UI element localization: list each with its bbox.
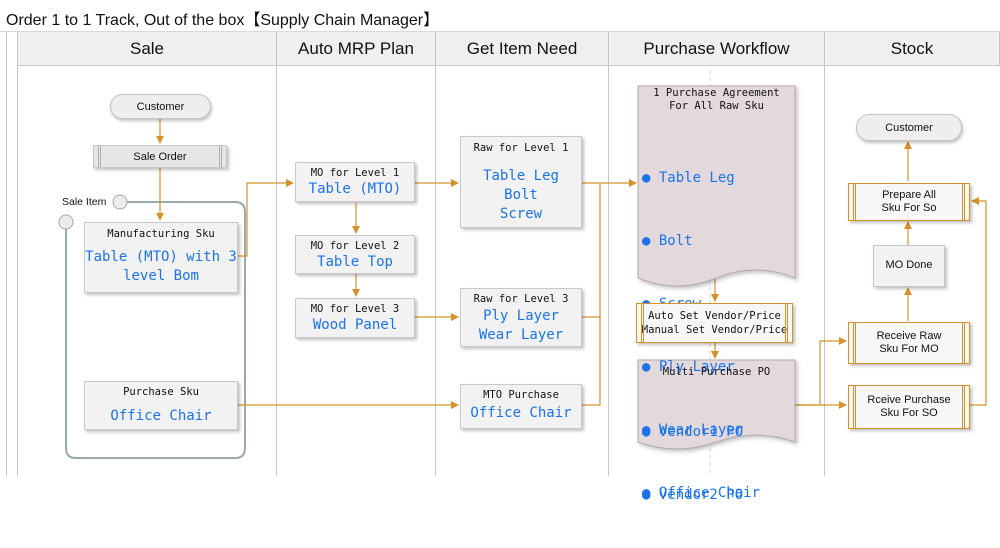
raw-level-1-title: Raw for Level 1 [473, 142, 569, 154]
mo-level-2-value: Table Top [317, 254, 393, 270]
mo-level-2-title: MO for Level 2 [310, 240, 400, 252]
sale-customer-node: Customer [110, 94, 211, 119]
receive-raw-sku-node: Receive Raw Sku For MO [848, 322, 970, 364]
sale-order-label: Sale Order [133, 151, 187, 163]
lane-divider [17, 32, 18, 476]
lane-header-auto-mrp-plan: Auto MRP Plan [277, 32, 436, 66]
receive-raw-sku-label: Receive Raw Sku For MO [876, 330, 942, 355]
lane-divider [824, 32, 825, 476]
manufacturing-sku-node: Manufacturing Sku Table (MTO) with 3 lev… [84, 222, 238, 293]
node-side-bar [853, 184, 856, 220]
node-side-bar [962, 323, 965, 363]
arrow-po-to-receive-raw [793, 337, 847, 406]
sale-item-connector-circle [58, 214, 74, 230]
node-side-bar [98, 146, 101, 167]
node-side-bar [962, 386, 965, 428]
arrow-manufacturing-to-mo1 [237, 179, 294, 257]
raw-level-3-node: Raw for Level 3 Ply Layer Wear Layer [460, 288, 582, 347]
mo-level-3-value: Wood Panel [312, 317, 398, 333]
node-side-bar [853, 323, 856, 363]
multi-purchase-po-items: ● Vendor1 PO ● Vendor2 PO [642, 380, 743, 548]
raw-level-1-value: Table Leg Bolt Screw [483, 168, 559, 222]
auto-set-vendor-node: Auto Set Vendor/Price Manual Set Vendor/… [636, 303, 793, 343]
sale-item-label: Sale Item [62, 196, 107, 208]
manufacturing-sku-value: Table (MTO) with 3 level Bom [85, 249, 237, 284]
stock-customer-node: Customer [856, 114, 962, 141]
purchase-sku-node: Purchase Sku Office Chair [84, 381, 238, 430]
left-border [6, 32, 7, 476]
po-item: ● Vendor2 PO [642, 487, 744, 503]
mto-purchase-node: MTO Purchase Office Chair [460, 384, 582, 429]
sale-item-connector-circle [112, 194, 128, 210]
prepare-all-sku-label: Prepare All Sku For So [881, 189, 937, 214]
mo-level-3-node: MO for Level 3 Wood Panel [295, 298, 415, 338]
node-side-bar [962, 184, 965, 220]
mto-purchase-title: MTO Purchase [483, 389, 559, 401]
lane-header-purchase-workflow: Purchase Workflow [609, 32, 825, 66]
prepare-all-sku-node: Prepare All Sku For So [848, 183, 970, 221]
mo-level-1-title: MO for Level 1 [310, 167, 400, 179]
node-side-bar [785, 304, 788, 342]
raw-level-3-value: Ply Layer Wear Layer [478, 308, 564, 343]
arrow-mto-to-agreement [581, 317, 601, 406]
sale-order-node: Sale Order [93, 145, 227, 168]
lane-divider [435, 32, 436, 476]
raw-level-1-node: Raw for Level 1 Table Leg Bolt Screw [460, 136, 582, 228]
node-side-bar [853, 386, 856, 428]
purchase-agreement-node: 1 Purchase Agreement For All Raw Sku ● T… [638, 86, 795, 501]
agreement-item: ● Bolt [642, 233, 693, 249]
purchase-sku-title: Purchase Sku [123, 386, 199, 398]
mo-level-2-node: MO for Level 2 Table Top [295, 235, 415, 274]
agreement-item: ● Table Leg [642, 170, 735, 186]
page-title: Order 1 to 1 Track, Out of the box【Suppl… [6, 12, 440, 29]
mo-level-3-title: MO for Level 3 [310, 303, 400, 315]
manufacturing-sku-title: Manufacturing Sku [107, 228, 215, 240]
mo-level-1-node: MO for Level 1 Table (MTO) [295, 162, 415, 202]
lane-header-get-item-need: Get Item Need [436, 32, 609, 66]
sale-item-frame [65, 201, 246, 459]
lane-divider [608, 32, 609, 476]
raw-level-3-title: Raw for Level 3 [473, 293, 569, 305]
mo-done-node: MO Done [873, 245, 945, 287]
node-side-bar [219, 146, 222, 167]
mo-done-label: MO Done [885, 259, 933, 271]
po-item: ● Vendor1 PO [642, 424, 744, 440]
multi-purchase-po-node: Multi Purchase PO ● Vendor1 PO ● Vendor2… [638, 360, 795, 503]
receive-purchase-sku-node: Rceive Purchase Sku For SO [848, 385, 970, 429]
node-side-bar [641, 304, 644, 342]
mo-level-1-value: Table (MTO) [308, 181, 402, 197]
agreement-item: ● Wear Layer [642, 422, 744, 438]
title-bar: Order 1 to 1 Track, Out of the box【Suppl… [0, 0, 1000, 32]
lane-divider [276, 32, 277, 476]
purchase-sku-value: Office Chair [110, 408, 212, 424]
lane-header-stock: Stock [825, 32, 1000, 66]
multi-purchase-po-title: Multi Purchase PO [662, 366, 771, 378]
mto-purchase-value: Office Chair [470, 405, 572, 421]
auto-set-vendor-label: Auto Set Vendor/Price Manual Set Vendor/… [641, 310, 788, 336]
agreement-item: ● Ply Layer [642, 359, 735, 375]
arrow-raw3-to-agreement [581, 183, 601, 318]
arrow-receive-purchase-to-prepare [970, 197, 987, 406]
purchase-agreement-title: 1 Purchase Agreement For All Raw Sku [653, 87, 780, 112]
receive-purchase-sku-label: Rceive Purchase Sku For SO [867, 394, 951, 419]
